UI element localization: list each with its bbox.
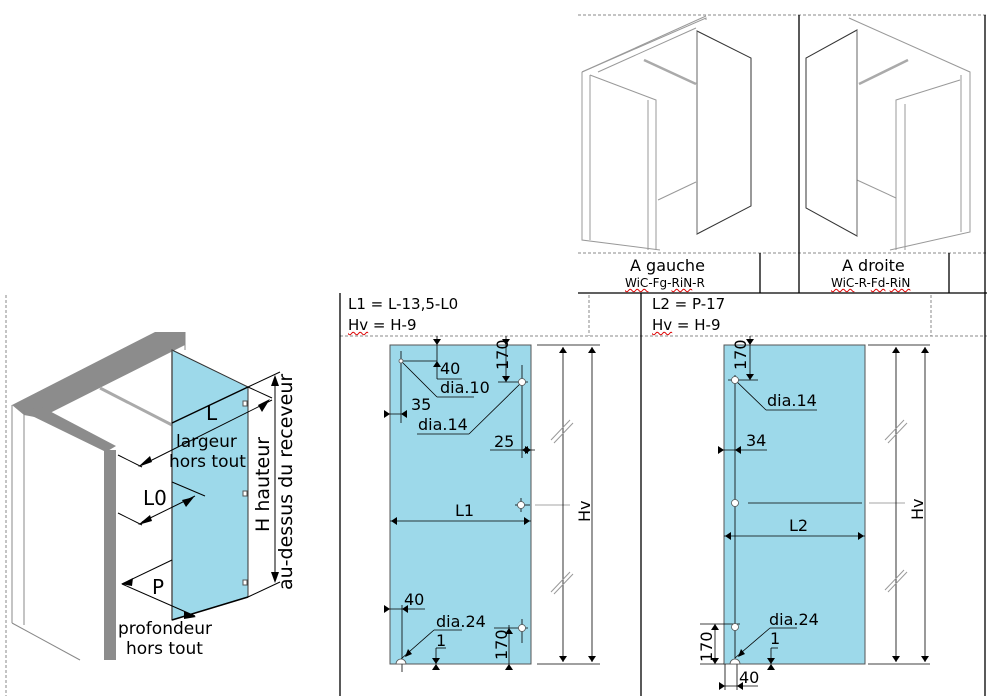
p1-dim-dia10: dia.10 (440, 378, 490, 397)
p1-dim-35: 35 (411, 395, 432, 414)
label-largeur: largeur (176, 432, 237, 452)
p2-dim-34: 34 (746, 431, 767, 450)
p1-dim-25: 25 (494, 432, 515, 451)
p2-dim-170-top: 170 (731, 339, 750, 370)
p2-dim-1: 1 (770, 629, 781, 648)
panel2-formula-Hv: Hv = H-9 (652, 316, 721, 334)
label-P: P (152, 575, 165, 599)
p1-dim-dia24: dia.24 (436, 612, 486, 631)
panel1-formula-L1: L1 = L-13,5-L0 (348, 295, 459, 313)
panel1-formula-Hv: Hv = H-9 (348, 316, 417, 334)
label-L: L (206, 401, 218, 425)
p2-dim-L2: L2 (789, 516, 809, 535)
p2-dim-40-bot: 40 (739, 668, 760, 687)
variant-right-code: WiC-R-Fd-RiN (831, 276, 911, 290)
variant-left-caption: A gauche (630, 256, 705, 275)
p1-dim-dia14: dia.14 (418, 415, 468, 434)
p1-dim-L1: L1 (455, 501, 475, 520)
p1-dim-40-bot: 40 (404, 590, 425, 609)
label-profondeur: profondeur (118, 619, 212, 639)
label-hors-tout-1: hors tout (169, 452, 246, 472)
p2-dim-dia24: dia.24 (769, 610, 819, 629)
variant-left-code: WiC-Fg-RiN-R (625, 276, 705, 290)
variant-right-caption: A droite (842, 256, 905, 275)
label-L0: L0 (143, 486, 167, 510)
label-hors-tout-2: hors tout (126, 639, 203, 659)
p2-dim-Hv: Hv (908, 498, 927, 521)
p1-dim-1: 1 (436, 631, 447, 650)
panel2-formula-L2: L2 = P-17 (652, 295, 726, 313)
p2-dim-dia14: dia.14 (767, 391, 817, 410)
p2-dim-170-bot: 170 (697, 631, 716, 662)
p1-dim-40-top: 40 (440, 359, 461, 378)
